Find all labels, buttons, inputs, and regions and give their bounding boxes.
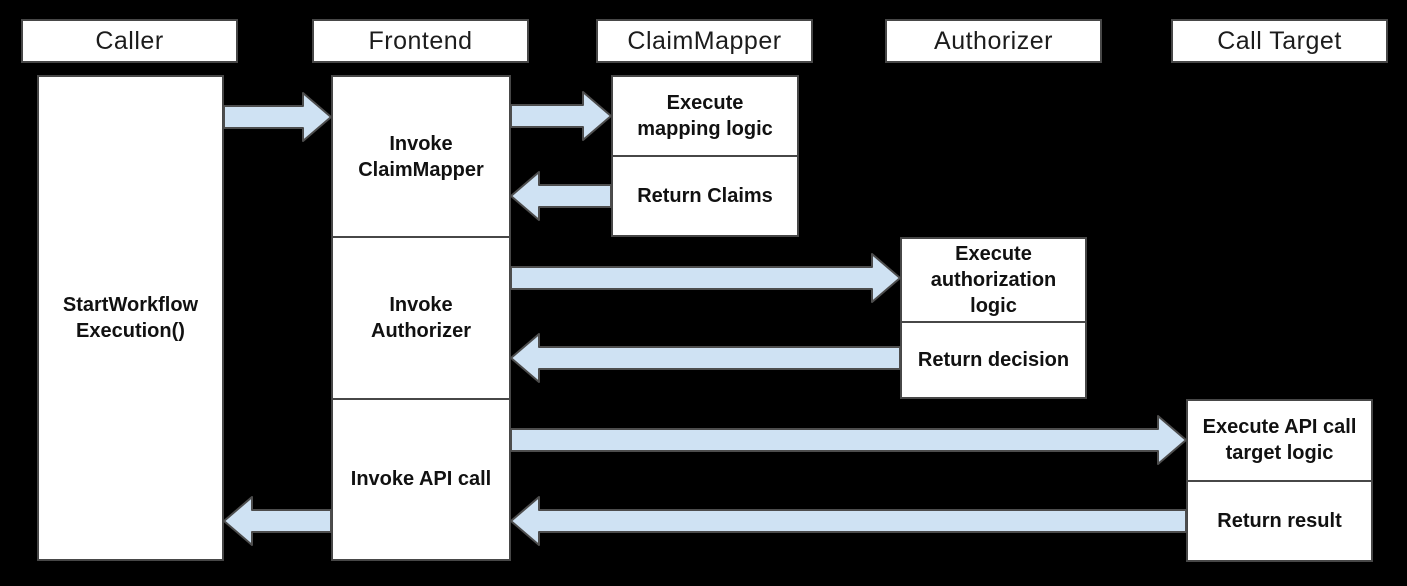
- step-return-decision: Return decision: [902, 321, 1085, 397]
- lane-label-claimmapper: ClaimMapper: [627, 26, 782, 55]
- step-invoke-authorizer: Invoke Authorizer: [333, 236, 509, 397]
- arrow-caller-to-frontend: [223, 92, 332, 142]
- step-execute-mapping-logic: Execute mapping logic: [637, 92, 773, 140]
- activation-authorizer: Execute authorization logic Return decis…: [900, 237, 1087, 399]
- lane-header-authorizer: Authorizer: [885, 19, 1102, 63]
- step-return-claims: Return Claims: [613, 155, 797, 235]
- lane-header-call-target: Call Target: [1171, 19, 1388, 63]
- step-start-workflow-execution: StartWorkflow Execution(): [62, 294, 199, 342]
- arrow-frontend-to-call-target: [510, 415, 1187, 465]
- arrow-frontend-to-caller: [223, 496, 332, 546]
- step-return-result: Return result: [1188, 479, 1371, 561]
- step-execute-api-call-target-logic: Execute API call target logic: [1202, 416, 1357, 465]
- arrow-claimmapper-to-frontend: [510, 171, 612, 221]
- lane-label-caller: Caller: [95, 26, 164, 55]
- lane-label-call-target: Call Target: [1217, 26, 1342, 55]
- activation-call-target: Execute API call target logic Return res…: [1186, 399, 1373, 562]
- arrow-call-target-to-frontend: [510, 496, 1187, 546]
- lane-label-frontend: Frontend: [368, 26, 473, 55]
- step-invoke-claimmapper: Invoke ClaimMapper: [358, 132, 484, 181]
- activation-claimmapper: Execute mapping logic Return Claims: [611, 75, 799, 237]
- arrow-authorizer-to-frontend: [510, 333, 901, 383]
- lane-header-caller: Caller: [21, 19, 238, 63]
- lane-label-authorizer: Authorizer: [934, 26, 1053, 55]
- activation-frontend: Invoke ClaimMapper Invoke Authorizer Inv…: [331, 75, 511, 561]
- arrow-frontend-to-authorizer: [510, 253, 901, 303]
- arrow-frontend-to-claimmapper: [510, 91, 612, 141]
- step-execute-authorization-logic: Execute authorization logic: [930, 243, 1057, 317]
- lane-header-claimmapper: ClaimMapper: [596, 19, 813, 63]
- lane-header-frontend: Frontend: [312, 19, 529, 63]
- step-invoke-api-call: Invoke API call: [333, 397, 509, 559]
- activation-caller: StartWorkflow Execution(): [37, 75, 224, 561]
